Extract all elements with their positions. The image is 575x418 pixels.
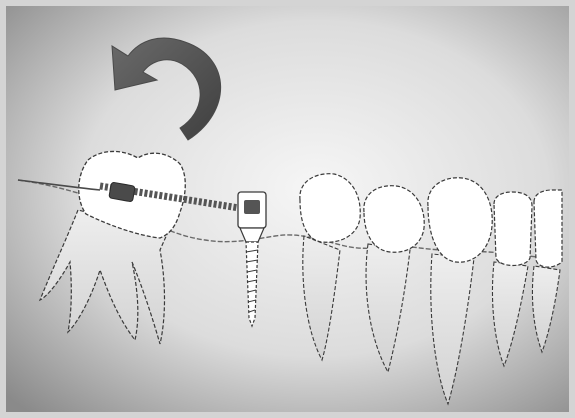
tooth-3-crown [428,178,492,262]
tooth-4-crown [494,192,532,266]
tooth-2-crown [364,186,424,253]
implant-slot [244,200,260,214]
molar-bracket [109,182,135,202]
tooth-5-crown [534,190,562,267]
tooth-1-crown [300,174,360,243]
